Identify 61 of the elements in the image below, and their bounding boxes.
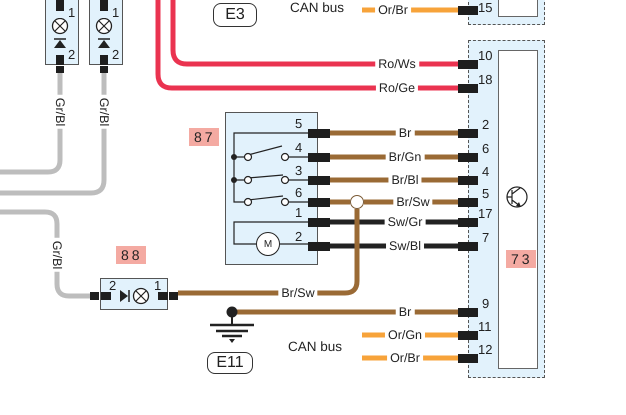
wire-label: Or/Gn [384,328,426,342]
callout-number: 88 [116,246,146,264]
wire-label: Gr/Bl [53,94,67,130]
wire-label: Sw/Bl [386,239,424,253]
wire [170,0,458,66]
pin-number: 2 [109,279,116,293]
bus-label: CAN bus [288,339,342,354]
pin-number: 2 [68,48,76,62]
pin-number: 9 [482,297,490,311]
bus-label: CAN bus [290,0,344,15]
pin-number: 17 [478,207,492,221]
pin-number: 12 [478,343,492,357]
pin-number: 6 [295,186,302,200]
lamp-unit [45,0,79,65]
wire-label: Br/Bl [388,173,422,187]
wire [330,200,350,204]
wire-label: Or/Br [387,351,423,365]
pin-number: 4 [482,165,490,179]
pin-number: 7 [482,231,490,245]
pin-number: 5 [295,117,302,131]
pin-number: 1 [295,206,302,220]
wire-label: Ro/Ws [375,57,419,71]
wire [156,0,458,90]
wire [330,130,458,136]
ground-symbol [208,304,256,344]
wire-label: Br [396,126,414,140]
wire-label: Or/Br [375,3,411,17]
pin-number: 10 [478,49,492,63]
wire-label: Sw/Gr [384,215,426,229]
callout-number: 87 [189,128,219,146]
pin-number: 1 [112,6,120,20]
wire-label: Br/Sw [393,195,433,209]
wire-label: Br/Sw [278,286,318,300]
wire-label: Br [396,305,414,319]
control-unit [468,40,545,378]
relay-box [225,112,318,265]
pin-number: 2 [482,118,490,132]
wire-label: Ro/Ge [376,81,418,95]
pin-number: 15 [478,1,492,15]
wire-label: Gr/Bl [97,94,111,130]
control-unit [468,0,545,25]
pin-number: 18 [478,73,492,87]
callout-number: 73 [506,250,536,268]
lamp-unit [89,0,123,65]
pin-number: 1 [154,279,162,293]
lamp-unit [100,278,168,310]
splice-point [350,195,364,209]
wire [237,310,458,314]
pin-number: 2 [295,230,302,244]
pin-number: 5 [482,187,490,201]
pin-number: 2 [112,48,120,62]
pin-number: 11 [478,320,492,334]
wire-label: Gr/Bl [50,238,64,272]
location-tag: E3 [213,3,257,27]
pin-number: 4 [295,141,302,155]
pin-number: 3 [295,164,302,178]
wire-label: Br/Gn [386,150,424,164]
location-tag: E11 [207,352,253,374]
pin-number: 6 [482,142,490,156]
motor-symbol: M [256,232,280,256]
pin-number: 1 [68,6,76,20]
